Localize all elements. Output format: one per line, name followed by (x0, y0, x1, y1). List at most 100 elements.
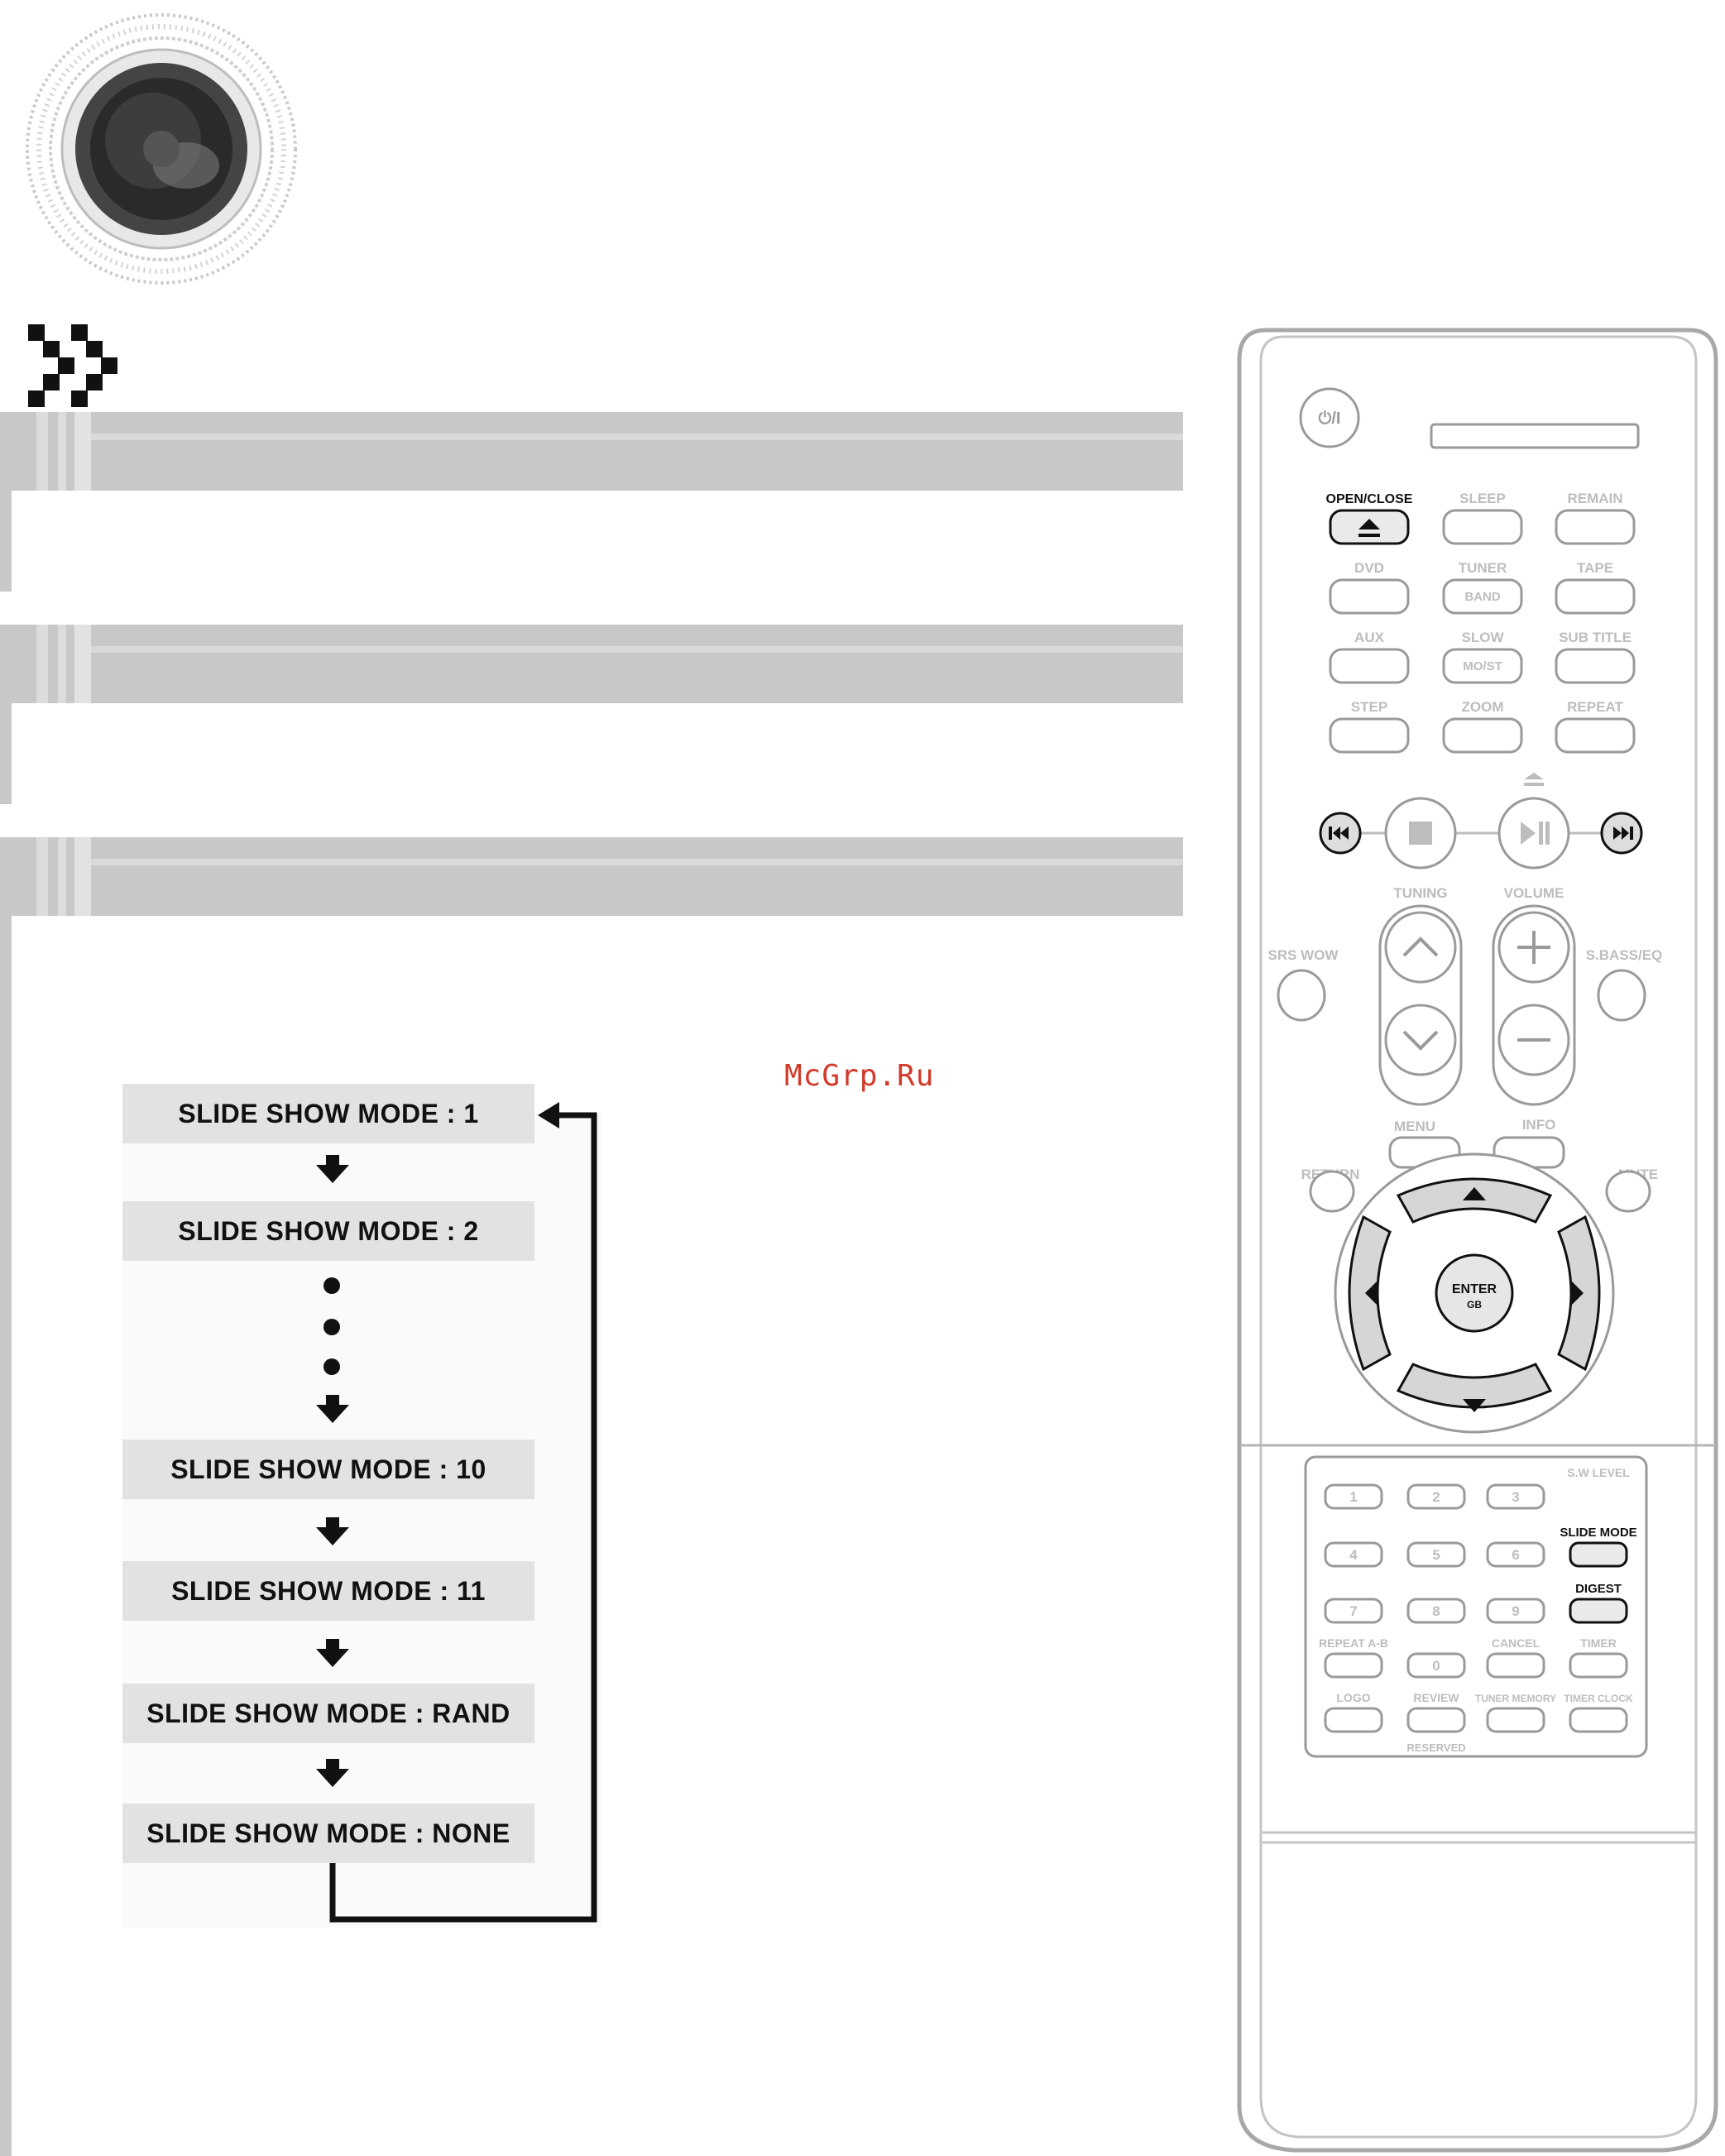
down-arrow-icon (316, 1639, 349, 1667)
skip-back-icon (1329, 826, 1349, 840)
digit-3-button[interactable] (1486, 1483, 1545, 1510)
digit-2-button[interactable] (1406, 1483, 1466, 1510)
ellipsis-dot (323, 1358, 340, 1375)
skip-forward-icon (1613, 826, 1633, 840)
watermark: McGrp.Ru (784, 1059, 935, 1093)
aux-button[interactable] (1329, 648, 1410, 684)
digest-button[interactable] (1569, 1598, 1628, 1624)
label-reserved: RESERVED (1406, 1742, 1465, 1754)
label-digit-5: 5 (1432, 1547, 1440, 1563)
label-tuner: TUNER (1459, 560, 1507, 576)
tuner-band-button[interactable] (1442, 578, 1523, 615)
tape-button[interactable] (1555, 578, 1636, 615)
label-srs-wow: SRS WOW (1268, 947, 1339, 963)
label-dvd: DVD (1354, 560, 1384, 576)
digit-6-button[interactable] (1486, 1541, 1545, 1568)
down-arrow-icon (316, 1395, 349, 1423)
tuning-down-button[interactable] (1384, 1004, 1457, 1076)
step-button[interactable] (1329, 717, 1410, 754)
digit-4-button[interactable] (1324, 1541, 1383, 1568)
tuning-up-button[interactable] (1384, 911, 1457, 984)
digit-5-button[interactable] (1406, 1541, 1466, 1568)
label-menu: MENU (1394, 1119, 1435, 1134)
arrow-right-icon (1572, 1282, 1584, 1305)
number-pad: 1 2 3 SLIDE MODE 4 5 6 DIGEST 7 8 9 REPE… (1319, 1483, 1637, 1754)
arrow-down-icon (1463, 1399, 1486, 1412)
timer-button[interactable] (1569, 1652, 1628, 1679)
tuner-memory-button[interactable] (1486, 1707, 1545, 1733)
ellipsis-dot (323, 1277, 340, 1294)
label-digit-6: 6 (1512, 1547, 1519, 1563)
label-cancel: CANCEL (1492, 1636, 1541, 1650)
slide-mode-button[interactable] (1569, 1541, 1628, 1568)
repeat-ab-button[interactable] (1324, 1652, 1383, 1679)
chevron-right-icon (28, 324, 117, 407)
chevron-down-icon (1402, 1030, 1439, 1051)
label-digit-7: 7 (1349, 1603, 1357, 1619)
review-button[interactable] (1406, 1707, 1466, 1733)
label-repeat: REPEAT (1567, 699, 1623, 715)
sbass-eq-button[interactable] (1597, 969, 1646, 1022)
label-info: INFO (1522, 1117, 1556, 1133)
label-subtitle: SUB TITLE (1559, 630, 1632, 645)
label-timer: TIMER (1580, 1636, 1617, 1650)
arrow-left-icon (1365, 1282, 1377, 1305)
down-arrow-icon (316, 1155, 349, 1183)
section-2-indent (0, 703, 12, 804)
chevron-up-icon (1402, 937, 1439, 957)
mute-button[interactable] (1605, 1170, 1651, 1213)
digit-8-button[interactable] (1406, 1598, 1466, 1624)
label-step: STEP (1351, 699, 1387, 715)
slow-most-button[interactable] (1442, 648, 1523, 684)
label-remain: REMAIN (1567, 491, 1622, 506)
slide-show-mode-none: SLIDE SHOW MODE : NONE (122, 1804, 534, 1863)
enter-button[interactable] (1435, 1253, 1514, 1333)
label-aux: AUX (1354, 630, 1385, 645)
srs-wow-button[interactable] (1277, 969, 1326, 1022)
label-tape: TAPE (1577, 560, 1613, 576)
label-repeat-ab: REPEAT A-B (1319, 1636, 1388, 1650)
remain-button[interactable] (1555, 509, 1636, 545)
subtitle-button[interactable] (1555, 648, 1636, 684)
section-1-indent (0, 491, 12, 592)
label-digit-4: 4 (1349, 1547, 1358, 1563)
label-review: REVIEW (1413, 1691, 1459, 1704)
label-slow: SLOW (1462, 630, 1505, 645)
dvd-button[interactable] (1329, 578, 1410, 615)
section-header-bar-3 (0, 837, 1183, 916)
label-open-close: OPEN/CLOSE (1326, 492, 1413, 506)
ellipsis-dot (323, 1319, 340, 1335)
label-tuner-memory: TUNER MEMORY (1475, 1693, 1556, 1704)
display-window (1430, 423, 1640, 449)
plus-icon (1517, 931, 1550, 964)
digit-1-button[interactable] (1324, 1483, 1383, 1510)
label-digit-1: 1 (1349, 1489, 1357, 1505)
return-button[interactable] (1309, 1170, 1355, 1213)
label-zoom: ZOOM (1462, 699, 1504, 715)
slide-show-mode-2: SLIDE SHOW MODE : 2 (122, 1201, 534, 1261)
label-digest: DIGEST (1575, 1582, 1622, 1596)
cancel-button[interactable] (1486, 1652, 1545, 1679)
remote-control: ⏻/I OPEN/CLOSE SLEEP REMAIN DVD TUNER TA… (1237, 328, 1718, 2153)
label-digit-2: 2 (1432, 1489, 1440, 1505)
sleep-button[interactable] (1442, 509, 1523, 545)
label-sw-level: S.W LEVEL (1567, 1466, 1630, 1479)
eject-icon (1358, 519, 1380, 537)
logo-button[interactable] (1324, 1707, 1383, 1733)
repeat-button[interactable] (1555, 717, 1636, 754)
digit-9-button[interactable] (1486, 1598, 1545, 1624)
loop-connector (329, 1102, 597, 1923)
label-sleep: SLEEP (1459, 491, 1506, 506)
label-band: BAND (1464, 590, 1500, 604)
power-button[interactable] (1299, 387, 1360, 448)
label-enter: ENTER (1452, 1282, 1497, 1296)
slide-show-mode-rand: SLIDE SHOW MODE : RAND (122, 1684, 534, 1743)
zoom-button[interactable] (1442, 717, 1523, 754)
nav-down-button[interactable] (1396, 1363, 1553, 1409)
speaker-logo (26, 13, 297, 285)
digit-7-button[interactable] (1324, 1598, 1383, 1624)
slide-show-mode-11: SLIDE SHOW MODE : 11 (122, 1561, 534, 1621)
timer-clock-button[interactable] (1569, 1707, 1628, 1733)
label-logo: LOGO (1336, 1691, 1370, 1704)
digit-0-button[interactable] (1406, 1652, 1466, 1679)
